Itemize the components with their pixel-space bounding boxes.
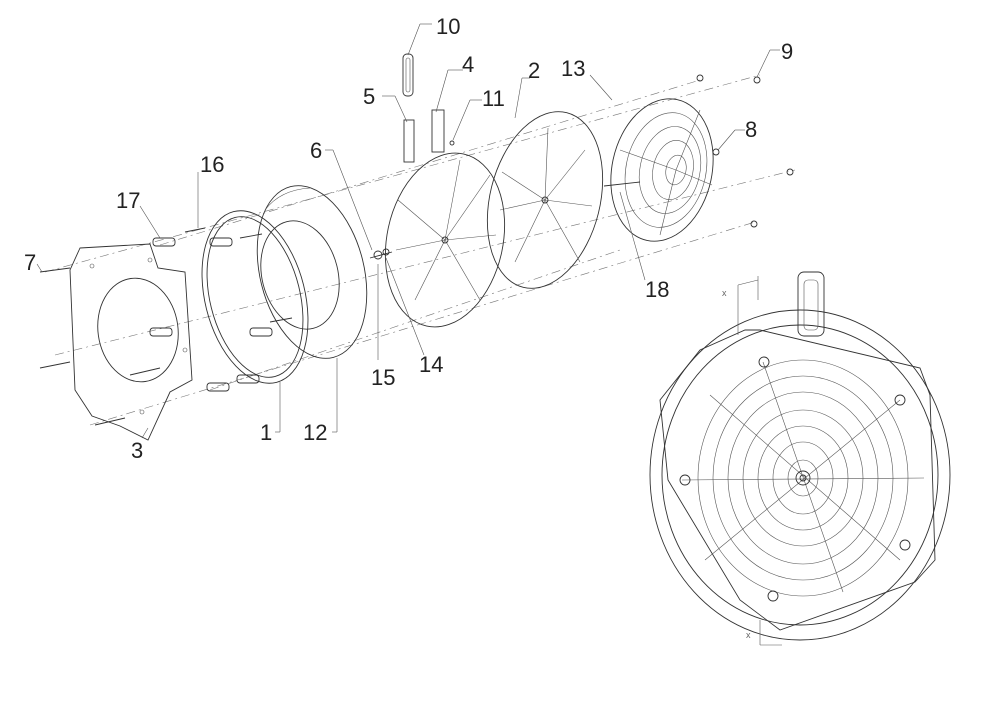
part-14-15-hub-hardware	[369, 248, 393, 260]
callout-12: 12	[303, 420, 327, 445]
callout-17: 17	[116, 188, 140, 213]
part-3-mounting-plate	[69, 243, 193, 441]
assembly-axis-lines	[44, 74, 796, 426]
part-17-spacers	[149, 237, 273, 392]
part-10-handle	[402, 53, 414, 97]
callout-7: 7	[24, 250, 36, 275]
callout-13: 13	[561, 56, 585, 81]
assembled-fan-view	[649, 271, 951, 646]
callout-15: 15	[371, 365, 395, 390]
axis-mark-bottom: x	[746, 630, 751, 640]
callout-6: 6	[310, 138, 322, 163]
page-footer	[0, 694, 1000, 706]
callout-3: 3	[131, 438, 143, 463]
part-12-housing-ring	[256, 185, 368, 359]
part-16-rods	[184, 227, 293, 323]
callout-9: 9	[781, 39, 793, 64]
callout-8: 8	[745, 117, 757, 142]
callout-2: 2	[528, 58, 540, 83]
callout-4: 4	[462, 52, 474, 77]
callout-14: 14	[419, 352, 443, 377]
callout-1: 1	[260, 420, 272, 445]
part-7-screws	[39, 267, 161, 426]
leader-lines	[36, 23, 780, 439]
part-8-9-nuts	[449, 74, 794, 228]
part-1-ring	[201, 210, 309, 384]
callout-16: 16	[200, 152, 224, 177]
part-13-grille	[603, 98, 714, 242]
part-4-impeller	[384, 109, 506, 328]
callout-5: 5	[363, 84, 375, 109]
callout-11: 11	[482, 86, 505, 111]
callout-18: 18	[645, 277, 669, 302]
part-2-disc	[486, 111, 604, 289]
callout-10: 10	[436, 14, 460, 39]
axis-mark-top: x	[722, 288, 727, 298]
callout-labels: 10 4 5 11 2 13 9 8 6 16 17 7 18 15 14 1 …	[24, 14, 793, 463]
